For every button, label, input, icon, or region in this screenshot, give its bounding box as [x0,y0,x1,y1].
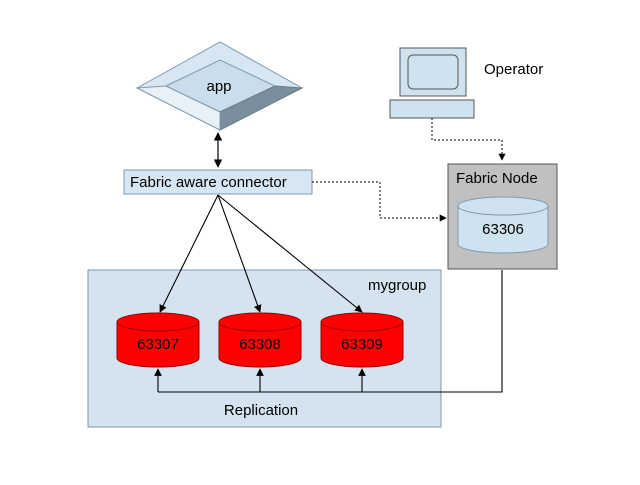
keyboard-icon [389,99,475,119]
fabric-node-label: Fabric Node [456,170,538,187]
db-label-2: 63308 [239,336,281,353]
db-cylinder-3: 63309 [320,312,404,368]
connector-box [123,169,313,195]
fabric-db-cylinder: 63306 [457,196,549,254]
fabric-db-label: 63306 [482,221,524,238]
db-label-3: 63309 [341,336,383,353]
connector-db2-link [217,194,262,313]
replication-line [158,270,503,393]
operator-computer [389,47,475,119]
group-label: mygroup [368,277,426,294]
operator-label: Operator [484,61,543,78]
app-node: app [135,41,304,131]
connector-db1-link [159,194,219,313]
replication-label: Replication [224,402,298,419]
app-label: app [206,78,231,95]
db-label-1: 63307 [137,336,179,353]
db-cylinder-1: 63307 [116,312,200,368]
connector-label: Fabric aware connector [130,174,287,191]
db-cylinder-2: 63308 [218,312,302,368]
operator-fabric-link [431,118,506,161]
connector-fabric-link [312,181,447,222]
connector-db3-link [217,194,363,313]
